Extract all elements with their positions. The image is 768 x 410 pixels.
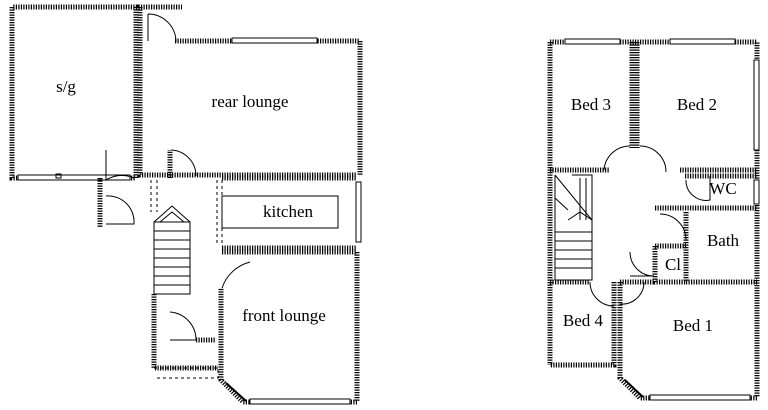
room-label-rear-lounge: rear lounge — [212, 92, 289, 111]
room-label-bed3: Bed 3 — [571, 95, 611, 114]
door-swing-rear — [147, 13, 177, 43]
room-label-bed1: Bed 1 — [673, 316, 713, 335]
room-label-cl: Cl — [665, 255, 681, 274]
room-rear-lounge: rear lounge — [137, 7, 363, 178]
room-label-bath: Bath — [707, 231, 740, 250]
room-label-kitchen: kitchen — [263, 202, 314, 221]
room-label-bed4: Bed 4 — [563, 311, 604, 330]
room-sg: s/g — [9, 4, 139, 181]
room-front-lounge: front lounge — [218, 249, 360, 405]
room-wc: WC — [655, 173, 760, 211]
stairs-ground — [153, 205, 191, 295]
room-label-bed2: Bed 2 — [677, 95, 717, 114]
room-bath: Bath — [659, 212, 757, 285]
room-label-sg: s/g — [56, 77, 76, 96]
room-bed2: Bed 2 — [634, 38, 760, 173]
room-label-wc: WC — [709, 179, 736, 198]
room-bed1: Bed 1 — [617, 279, 757, 401]
room-kitchen: kitchen — [221, 175, 362, 251]
room-bed3: Bed 3 — [550, 38, 635, 173]
room-bed4: Bed 4 — [550, 279, 617, 368]
first-floor-plan: Bed 3 Bed 2 WC Bath — [547, 38, 760, 401]
stairs-first — [554, 174, 593, 281]
room-cl: Cl — [629, 243, 686, 285]
room-label-front-lounge: front lounge — [242, 306, 326, 325]
ground-floor-plan: s/g rear lounge kitchen — [9, 4, 363, 405]
